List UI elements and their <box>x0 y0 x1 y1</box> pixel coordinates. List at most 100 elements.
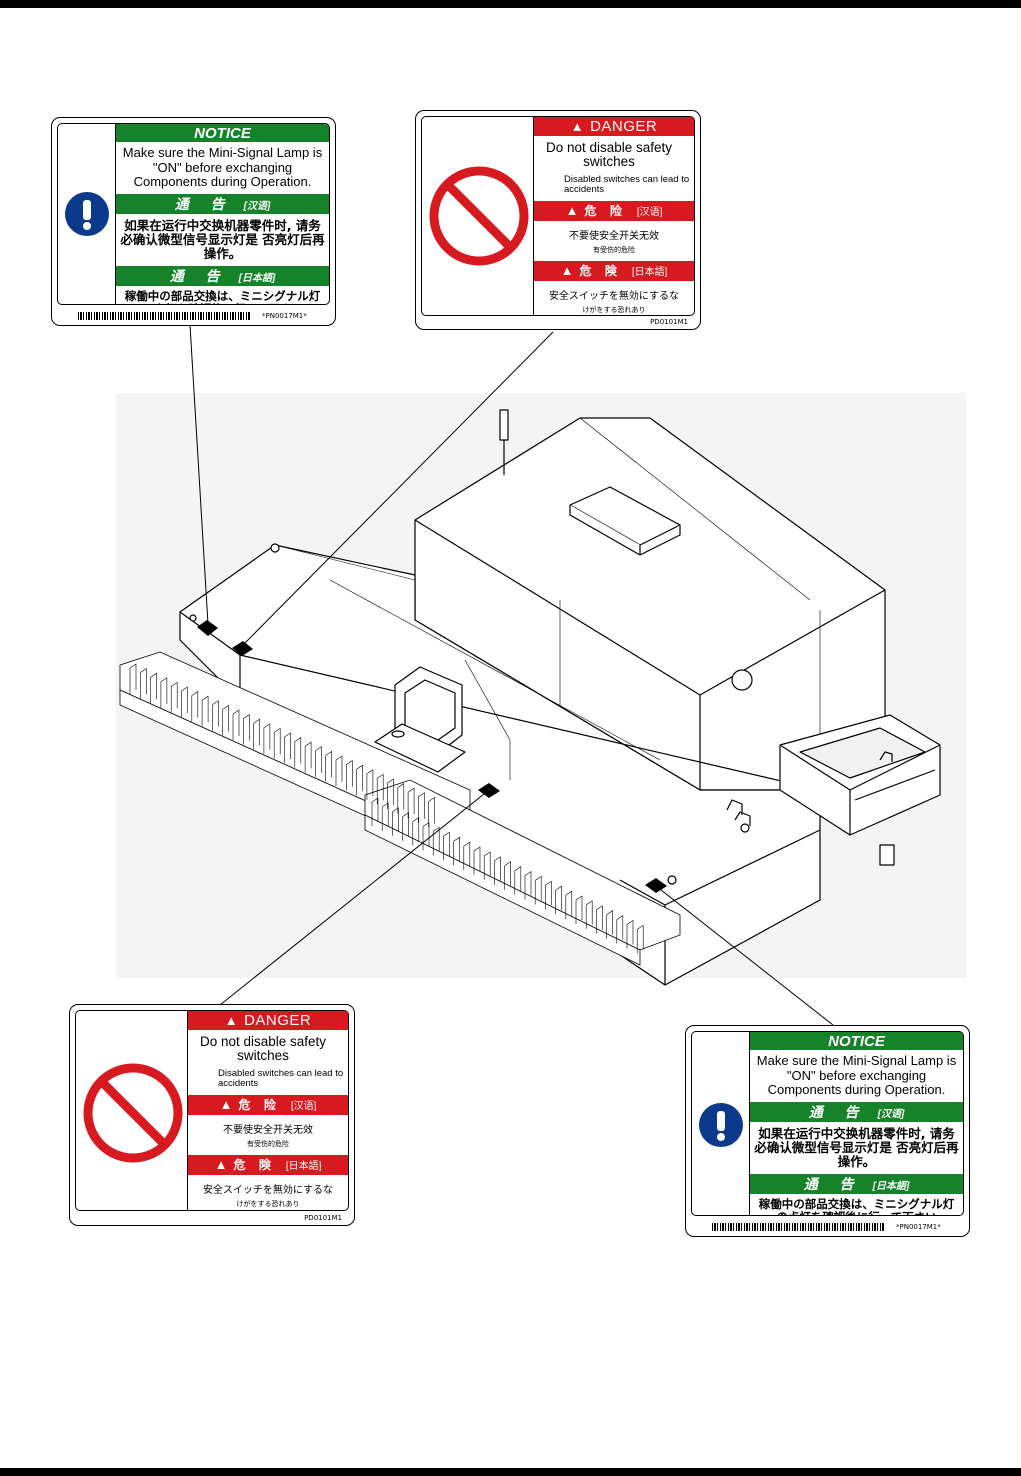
feeder-slat <box>524 870 532 900</box>
danger-japanese-heading: ▲危 険[日本語] <box>188 1155 348 1176</box>
feeder-slat <box>371 797 379 826</box>
leader-line <box>239 331 554 649</box>
notice-title: NOTICE <box>750 1032 963 1050</box>
feeder-slat <box>294 737 302 768</box>
exclamation-icon <box>65 192 109 236</box>
feeder-slat <box>575 895 583 924</box>
danger-japanese-heading: ▲危 険[日本語] <box>534 261 694 282</box>
feeder-slat <box>545 880 552 910</box>
barcode <box>712 1223 884 1231</box>
feeder-slat <box>534 875 542 905</box>
prohibition-icon <box>83 1063 183 1163</box>
notice-chinese-heading: 通 告[汉语] <box>116 193 329 214</box>
feeder-slat <box>222 704 229 736</box>
feeder-slat <box>616 915 624 944</box>
notice-chinese-text: 如果在运行中交换机器零件时, 请务必确认微型信号显示灯是 否亮灯后再操作。 <box>754 1125 959 1169</box>
feeder-slat <box>160 677 168 708</box>
feeder-slat <box>407 787 415 819</box>
notice-part-code: *PN0017M1* <box>262 312 307 320</box>
top-rule <box>0 0 1021 8</box>
danger-english-small: Disabled switches can lead to accidents <box>564 174 690 196</box>
danger-japanese-small: けがをする恐れあり <box>582 306 646 315</box>
label-marker-notice-right <box>645 878 667 893</box>
feeder-slat <box>514 866 522 895</box>
feeder-slat <box>402 812 409 841</box>
notice-chinese-heading: 通 告[汉语] <box>750 1101 963 1122</box>
notice-japanese-heading: 通 告[日本語] <box>116 265 329 286</box>
feeder-slat <box>555 885 562 915</box>
danger-chinese-text: 不要使安全开关无效 <box>569 231 659 243</box>
feeder-slat <box>335 755 343 786</box>
feeder-slat <box>253 718 260 750</box>
danger-label-bottom-left: ▲DANGER Do not disable safety switches D… <box>69 1004 355 1226</box>
danger-english-main: Do not disable safety switches <box>545 140 673 170</box>
danger-chinese-small: 有受伤的危险 <box>247 1140 289 1149</box>
feeder-slat <box>346 760 353 791</box>
notice-japanese-text: 稼働中の部品交換は、ミニシグナル灯 の点灯を確認後に行って下さい <box>124 288 321 304</box>
feeder-slat <box>212 700 219 731</box>
leader-line <box>219 789 490 1006</box>
feeder-slat <box>140 668 147 699</box>
danger-chinese-text: 不要使安全开关无效 <box>223 1125 313 1137</box>
feeder-slat <box>387 778 394 809</box>
feeder-slat <box>392 807 399 836</box>
prohibition-icon <box>429 166 529 266</box>
danger-english-main: Do not disable safety switches <box>199 1034 327 1064</box>
feeder-slat <box>170 681 178 713</box>
feeder-slat <box>129 663 137 694</box>
feeder-slat <box>473 846 481 875</box>
danger-japanese-text: 安全スイッチを無効にするな <box>202 1185 334 1197</box>
feeder-slat <box>494 856 501 885</box>
notice-label-bottom-right: NOTICE Make sure the Mini-Signal Lamp is… <box>685 1025 970 1237</box>
feeder-slat <box>418 792 425 823</box>
danger-part-code: PD0101M1 <box>650 318 688 326</box>
feeder-slat <box>453 836 460 866</box>
danger-chinese-small: 有受伤的危险 <box>593 246 635 255</box>
feeder-slat <box>243 714 250 745</box>
exclamation-icon <box>699 1103 743 1147</box>
feeder-slat <box>504 861 511 890</box>
feeder-slat <box>150 672 157 704</box>
feeder-slat <box>443 831 450 861</box>
danger-chinese-heading: ▲危 险[汉语] <box>188 1095 348 1116</box>
notice-title: NOTICE <box>116 124 329 142</box>
feeder-slat <box>325 750 332 782</box>
notice-part-code: *PN0017M1* <box>896 1223 941 1231</box>
feeder-slat <box>483 851 491 880</box>
feeder-slat <box>191 691 199 722</box>
danger-label-top-right: ▲DANGER Do not disable safety switches D… <box>415 110 701 330</box>
feeder-slat <box>273 727 281 759</box>
bottom-rule <box>0 1468 1021 1476</box>
label-marker-danger-left <box>232 641 253 656</box>
danger-title: ▲DANGER <box>188 1011 348 1030</box>
notice-japanese-text: 稼働中の部品交換は、ミニシグナル灯 の点灯を確認後に行って下さい <box>758 1196 955 1215</box>
feeder-slat <box>381 802 389 831</box>
notice-english-text: Make sure the Mini-Signal Lamp is "ON" b… <box>756 1053 957 1098</box>
feeder-slat <box>596 905 603 934</box>
danger-japanese-text: 安全スイッチを無効にするな <box>548 291 680 303</box>
feeder-slat <box>181 686 188 717</box>
feeder-slat <box>304 741 312 773</box>
danger-title: ▲DANGER <box>534 117 694 136</box>
notice-japanese-heading: 通 告[日本語] <box>750 1173 963 1194</box>
notice-english-text: Make sure the Mini-Signal Lamp is "ON" b… <box>122 145 323 190</box>
danger-english-small: Disabled switches can lead to accidents <box>218 1068 344 1090</box>
feeder-slat <box>636 924 644 954</box>
feeder-slat <box>606 910 613 939</box>
leader-line <box>655 885 834 1026</box>
feeder-slat <box>315 746 322 777</box>
feeder-slat <box>397 783 405 814</box>
feeder-slat <box>412 817 420 846</box>
feeder-slat <box>356 764 363 796</box>
notice-chinese-text: 如果在运行中交换机器零件时, 请务必确认微型信号显示灯是 否亮灯后再操作。 <box>120 217 325 261</box>
feeder-slat <box>432 826 440 856</box>
label-marker-notice-left <box>197 620 218 636</box>
feeder-slat <box>376 773 384 805</box>
feeder-slat <box>232 709 240 740</box>
feeder-slat <box>626 919 634 949</box>
notice-label-top-left: NOTICE Make sure the Mini-Signal Lamp is… <box>51 117 336 326</box>
feeder-slat <box>565 890 573 920</box>
feeder-slat <box>201 695 209 727</box>
danger-part-code: PD0101M1 <box>304 1214 342 1222</box>
